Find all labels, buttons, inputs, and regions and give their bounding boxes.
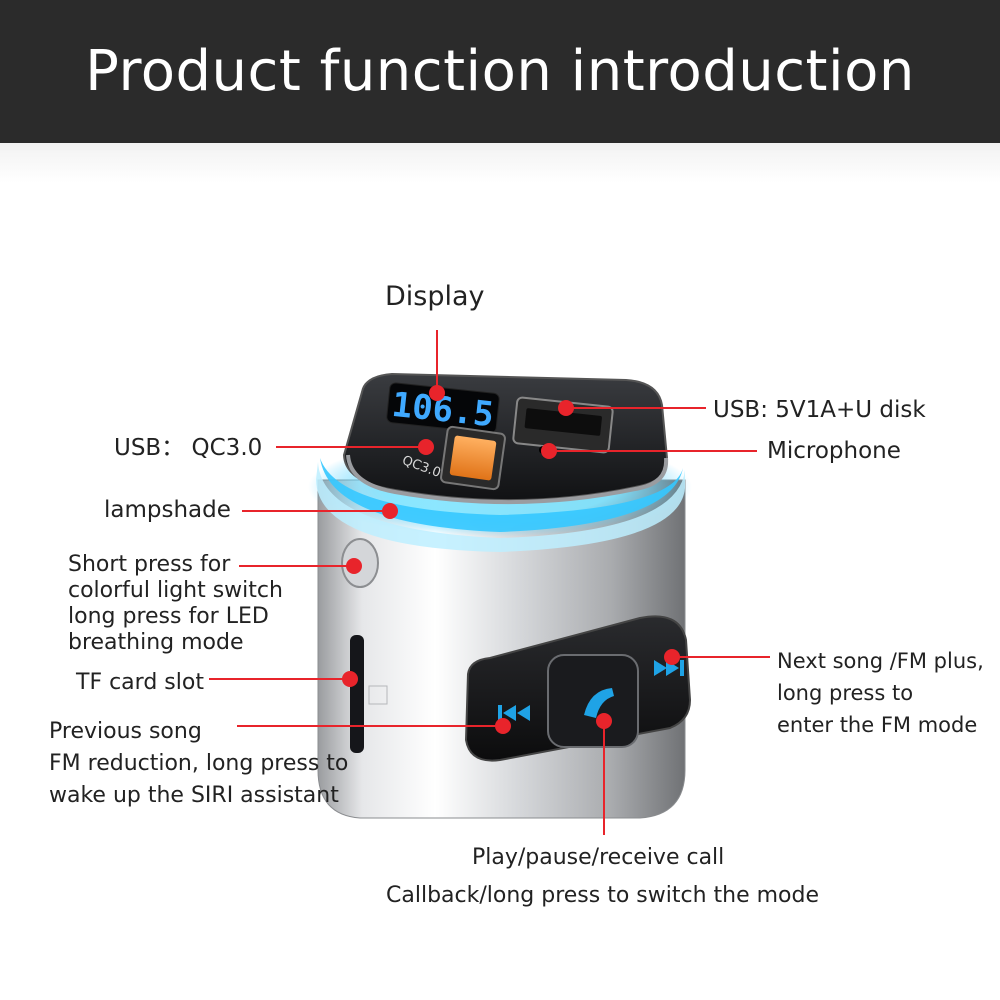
previous-icon [498,705,530,721]
leader-dots [342,385,680,734]
light-button-line-3: long press for LED [68,604,269,629]
callout-display: Display [385,281,485,312]
callout-previous: Previous song FM reduction, long press t… [49,716,348,812]
page-title: Product function introduction [85,39,915,104]
next-line-2: long press to [777,681,914,705]
light-button-line-1: Short press for [68,552,231,577]
next-line-3: enter the FM mode [777,713,978,737]
light-button-line-4: breathing mode [68,630,244,655]
lampshade-ring [320,458,683,532]
callout-light-button: Short press for colorful light switch lo… [68,552,283,656]
callout-next: Next song /FM plus, long press to enter … [777,645,984,741]
previous-line-2: FM reduction, long press to [49,751,349,776]
light-button-line-2: colorful light switch [68,578,283,603]
callout-play-line-1: Play/pause/receive call [472,845,725,870]
callout-lampshade: lampshade [104,497,231,523]
callout-tf-slot: TF card slot [76,670,204,695]
leader-lines [209,330,770,835]
next-line-1: Next song /FM plus, [777,649,984,673]
banner-shadow [0,143,1000,183]
previous-line-1: Previous song [49,719,202,744]
callout-usb-5v: USB: 5V1A+U disk [713,397,926,423]
callout-usb-qc: USB： QC3.0 [114,435,263,461]
led-display [386,382,500,434]
callout-microphone: Microphone [767,438,901,464]
tf-card-slot [350,635,364,753]
callout-play-line-2: Callback/long press to switch the mode [386,883,820,908]
previous-line-3: wake up the SIRI assistant [49,783,339,808]
title-banner: Product function introduction [0,0,1000,143]
